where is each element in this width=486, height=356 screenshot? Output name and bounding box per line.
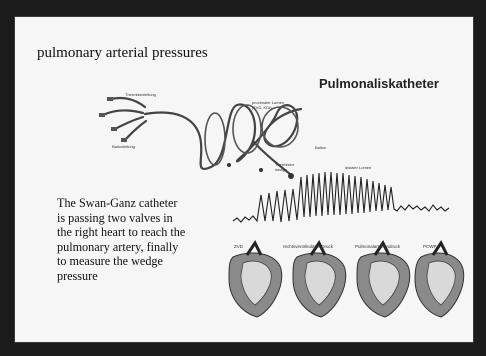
heart-label-pa-pressure: Pulmonalarteriendruck [355,244,400,249]
heart-label-rv-pressure: rechtsventrikulärer Druck [283,244,333,249]
slide: pulmonary arterial pressures Pulmonalisk… [14,16,474,343]
heart-icon [415,243,464,317]
heart-icon [293,243,346,317]
heart-icon [357,243,410,317]
heart-label-pcwp: PCWP [423,244,437,249]
heart-illustrations [15,17,473,342]
heart-label-zvd: ZVD [234,244,243,249]
heart-icon [229,243,282,317]
